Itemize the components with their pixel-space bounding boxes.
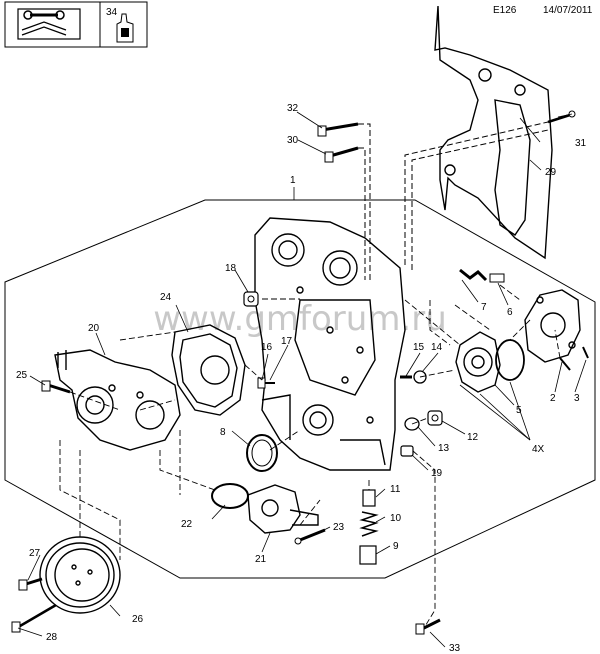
bolt-30 (324, 146, 359, 163)
oring-22 (211, 483, 249, 509)
bolt-31 (547, 110, 576, 124)
label-part-31: 31 (575, 138, 587, 149)
sealant-tube-icon (116, 13, 134, 43)
front-cover-gasket (434, 5, 553, 260)
diagram-date: 14/07/2011 (543, 5, 593, 16)
label-part-13: 13 (438, 443, 450, 454)
bolt-28 (11, 603, 57, 633)
label-part-26: 26 (132, 614, 144, 625)
bolt-23 (294, 528, 326, 545)
label-part-5: 5 (516, 405, 522, 416)
pulley-26 (39, 536, 121, 614)
plug-18 (243, 291, 259, 307)
front-cover-housing (254, 217, 406, 471)
leader-lines (17, 111, 587, 648)
label-part-22: 22 (181, 519, 193, 530)
label-part-9: 9 (393, 541, 399, 552)
label-part-25: 25 (16, 370, 28, 381)
label-part-20: 20 (88, 323, 100, 334)
wrench-book-icon (17, 8, 81, 40)
label-part-32: 32 (287, 103, 299, 114)
watermark: www.gmforum.ru (153, 299, 447, 339)
label-part-21: 21 (255, 554, 267, 565)
bolt-27 (18, 577, 43, 591)
screw-3 (582, 346, 589, 359)
relief-valve-7 (459, 268, 505, 283)
oring-13 (404, 417, 420, 431)
label-part-12: 12 (467, 432, 479, 443)
label-part-28: 28 (46, 632, 58, 643)
label-part-2: 2 (550, 393, 556, 404)
plug-12 (427, 410, 443, 426)
label-part-10: 10 (390, 513, 402, 524)
bolt-16 (257, 377, 275, 389)
valve-stack (359, 489, 379, 565)
label-part-8: 8 (220, 427, 226, 438)
label-part-30: 30 (287, 135, 299, 146)
label-part-3: 3 (574, 393, 580, 404)
reference-box: 34 (4, 1, 148, 48)
gasket-24 (171, 324, 246, 416)
pump-housing-20 (54, 349, 181, 451)
label-part-1: 1 (290, 175, 296, 186)
bolt-25 (41, 380, 71, 394)
seal-ring-8 (246, 434, 278, 472)
label-part-17: 17 (281, 336, 293, 347)
label-part-19: 19 (431, 468, 443, 479)
oil-pump-cover-6 (524, 289, 581, 363)
label-part-29: 29 (545, 167, 557, 178)
label-part-15: 15 (413, 342, 425, 353)
thermostat-housing-21 (247, 484, 319, 534)
label-part-23: 23 (333, 522, 345, 533)
bolt-33 (415, 618, 441, 635)
assembly-outline (4, 199, 596, 579)
label-part-24: 24 (160, 292, 172, 303)
diagram-code: E126 (493, 5, 517, 16)
oil-pump-rotor (455, 331, 525, 393)
label-part-14: 14 (431, 342, 443, 353)
label-part-18: 18 (225, 263, 237, 274)
oring-14 (413, 370, 427, 384)
part-labels: 1 2 3 4X 5 6 7 8 9 10 11 12 13 14 15 16 … (16, 103, 587, 654)
label-part-4x: 4X (532, 444, 545, 455)
plug-19 (400, 445, 414, 457)
assembly-lines (59, 284, 561, 629)
label-part-33: 33 (449, 643, 461, 654)
label-part-27: 27 (29, 548, 41, 559)
label-part-16: 16 (261, 342, 273, 353)
label-part-7: 7 (481, 302, 487, 313)
ref-number: 34 (106, 7, 118, 18)
label-part-11: 11 (390, 484, 401, 495)
bolt-32 (317, 122, 359, 137)
screw-2 (559, 357, 571, 371)
label-part-6: 6 (507, 307, 513, 318)
